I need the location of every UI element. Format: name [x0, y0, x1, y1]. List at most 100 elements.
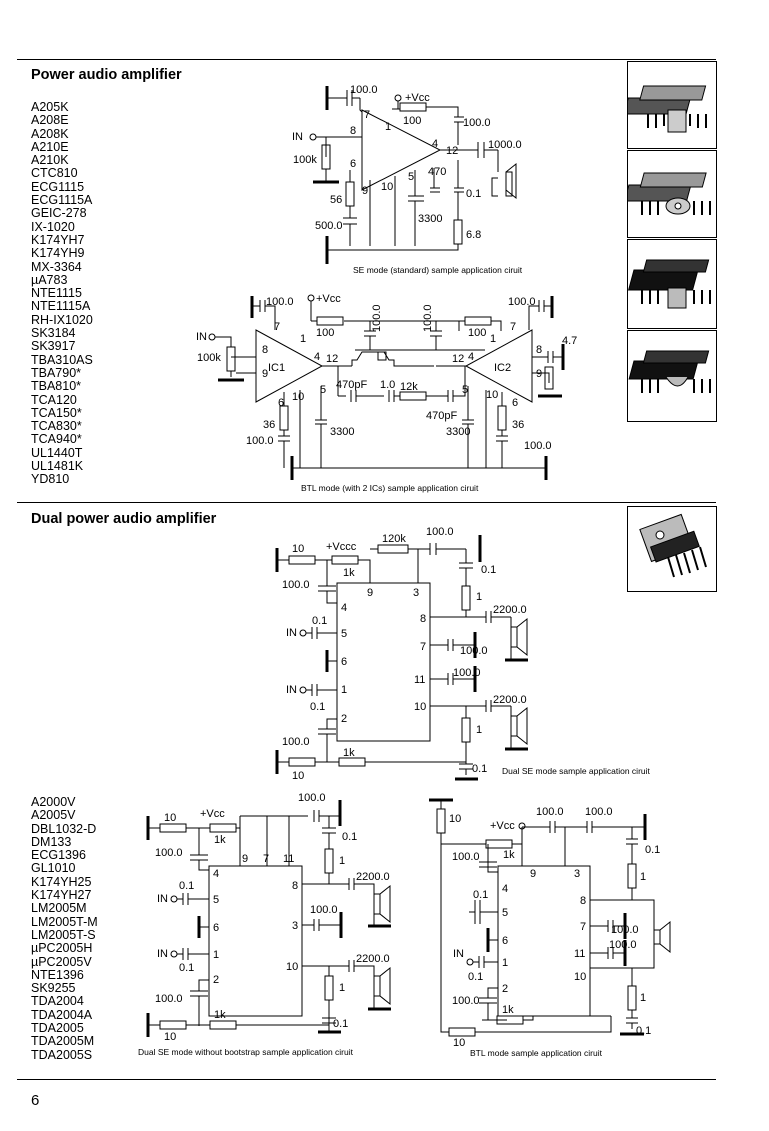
svg-text:11: 11: [283, 853, 294, 865]
dual-nb-c2200b: 2200.0: [356, 953, 390, 965]
btl2-r1: 1: [640, 871, 646, 883]
dual-nb-r1k: 1k: [214, 834, 226, 846]
caption-btl-2ics: BTL mode (with 2 ICs) sample application…: [301, 483, 479, 493]
btl-c-b2: 100.0: [508, 296, 536, 308]
part-number: YD810: [31, 472, 70, 487]
btl2-r1b: 1: [640, 992, 646, 1004]
svg-text:5: 5: [320, 384, 326, 396]
btl-c-1: 1.0: [380, 379, 395, 391]
btl2-r1k: 1k: [503, 849, 515, 861]
svg-text:10: 10: [292, 391, 304, 403]
dual-se-in1: IN: [286, 627, 297, 639]
btl-r-in: 100k: [197, 352, 221, 364]
svg-text:12: 12: [452, 353, 464, 365]
part-number: DM133: [31, 834, 72, 849]
svg-text:4: 4: [468, 351, 474, 363]
dual-nb-c-pin4: 100.0: [155, 847, 183, 859]
ic-photo-multiwatt: [627, 506, 717, 592]
part-number: ECG1115: [31, 179, 85, 194]
svg-text:10: 10: [381, 181, 393, 193]
btl2-c-2: 100.0: [452, 995, 480, 1007]
dual-se-c2200b: 2200.0: [493, 694, 527, 706]
part-number: TCA830*: [31, 419, 82, 434]
svg-text:4: 4: [502, 883, 508, 895]
dual-nb-c100: 100.0: [298, 792, 326, 804]
dual-nb-c-3: 100.0: [310, 904, 338, 916]
part-number: TCA150*: [31, 405, 82, 420]
svg-text:1: 1: [300, 333, 306, 345]
dual-se-c01: 0.1: [481, 564, 496, 576]
svg-text:6: 6: [502, 935, 508, 947]
part-number: µA783: [31, 272, 68, 287]
btl-c-pf1: 470pF: [336, 379, 367, 391]
page-number: 6: [31, 1092, 40, 1109]
btl2-c-in2: 0.1: [468, 971, 483, 983]
ic-package-icon: [628, 85, 707, 133]
section-divider: [17, 502, 716, 503]
part-number: GL1010: [31, 861, 76, 876]
dual-se-c-in2: 0.1: [310, 701, 325, 713]
caption-se-mode: SE mode (standard) sample application ci…: [353, 265, 523, 275]
svg-text:9: 9: [530, 868, 536, 880]
part-number: K174YH25: [31, 874, 92, 889]
btl2-r10b: 10: [453, 1037, 465, 1049]
svg-text:7: 7: [510, 321, 516, 333]
svg-text:4: 4: [432, 138, 438, 150]
svg-text:7: 7: [364, 109, 370, 121]
svg-text:1: 1: [213, 949, 219, 961]
svg-text:1: 1: [502, 957, 508, 969]
btl-r1: 100: [316, 327, 334, 339]
part-number: TBA310AS: [31, 352, 93, 367]
svg-text:6: 6: [512, 397, 518, 409]
part-number: A208K: [31, 126, 69, 141]
part-number: TBA790*: [31, 365, 82, 380]
dual-se-r1: 1: [476, 591, 482, 603]
dual-se-c-11: 100.0: [453, 667, 481, 679]
btl2-c-7: 100.0: [611, 924, 639, 936]
svg-text:7: 7: [274, 321, 280, 333]
btl2-c-in: 0.1: [473, 889, 488, 901]
dual-nb-r10b: 10: [164, 1031, 176, 1043]
part-number: SK9255: [31, 981, 76, 996]
part-number: NTE1115: [31, 286, 82, 301]
svg-text:4: 4: [341, 602, 347, 614]
ic-package-icon: [628, 350, 711, 393]
btl2-c01b: 0.1: [636, 1025, 651, 1037]
btl2-c01: 0.1: [645, 844, 660, 856]
ic-photo-sil-heatsink: [627, 61, 717, 149]
dual-se-r1b: 1: [476, 724, 482, 736]
dual-se-r1kb: 1k: [343, 747, 355, 759]
svg-text:8: 8: [580, 895, 586, 907]
dual-se-c100: 100.0: [426, 526, 454, 538]
svg-text:9: 9: [262, 368, 268, 380]
dual-nb-vcc: +Vcc: [200, 808, 225, 820]
ic-package-icon: [628, 172, 711, 215]
part-number: TCA120: [31, 392, 77, 407]
part-number: K174YH7: [31, 232, 85, 247]
svg-text:10: 10: [574, 971, 586, 983]
btl-c-100a: 100.0: [246, 435, 274, 447]
caption-dual-se-no-bootstrap: Dual SE mode without bootstrap sample ap…: [138, 1047, 353, 1057]
dual-nb-c2200: 2200.0: [356, 871, 390, 883]
part-number: SK3917: [31, 339, 76, 354]
ic-package-icon: [628, 259, 711, 309]
svg-text:9: 9: [536, 368, 542, 380]
dual-nb-pins: 9 7 11 4 5 6 1 2 8 3 10: [213, 853, 298, 986]
part-number: A2005V: [31, 808, 76, 823]
svg-text:4: 4: [314, 351, 320, 363]
btl-c-47: 4.7: [562, 335, 577, 347]
se-c-boot: 100.0: [350, 84, 378, 96]
btl-r2: 100: [468, 327, 486, 339]
dual-se-ic-body: [336, 582, 431, 742]
part-number: µPC2005H: [31, 941, 93, 956]
dual-se-c-2: 100.0: [282, 736, 310, 748]
part-number: TDA2005M: [31, 1034, 95, 1049]
svg-text:6: 6: [341, 656, 347, 668]
ic-photo-dip-wing: [627, 330, 717, 422]
ic-photo-dip-black: [627, 239, 717, 329]
part-number: LM2005M: [31, 901, 87, 916]
svg-text:9: 9: [367, 587, 373, 599]
svg-text:5: 5: [408, 171, 414, 183]
